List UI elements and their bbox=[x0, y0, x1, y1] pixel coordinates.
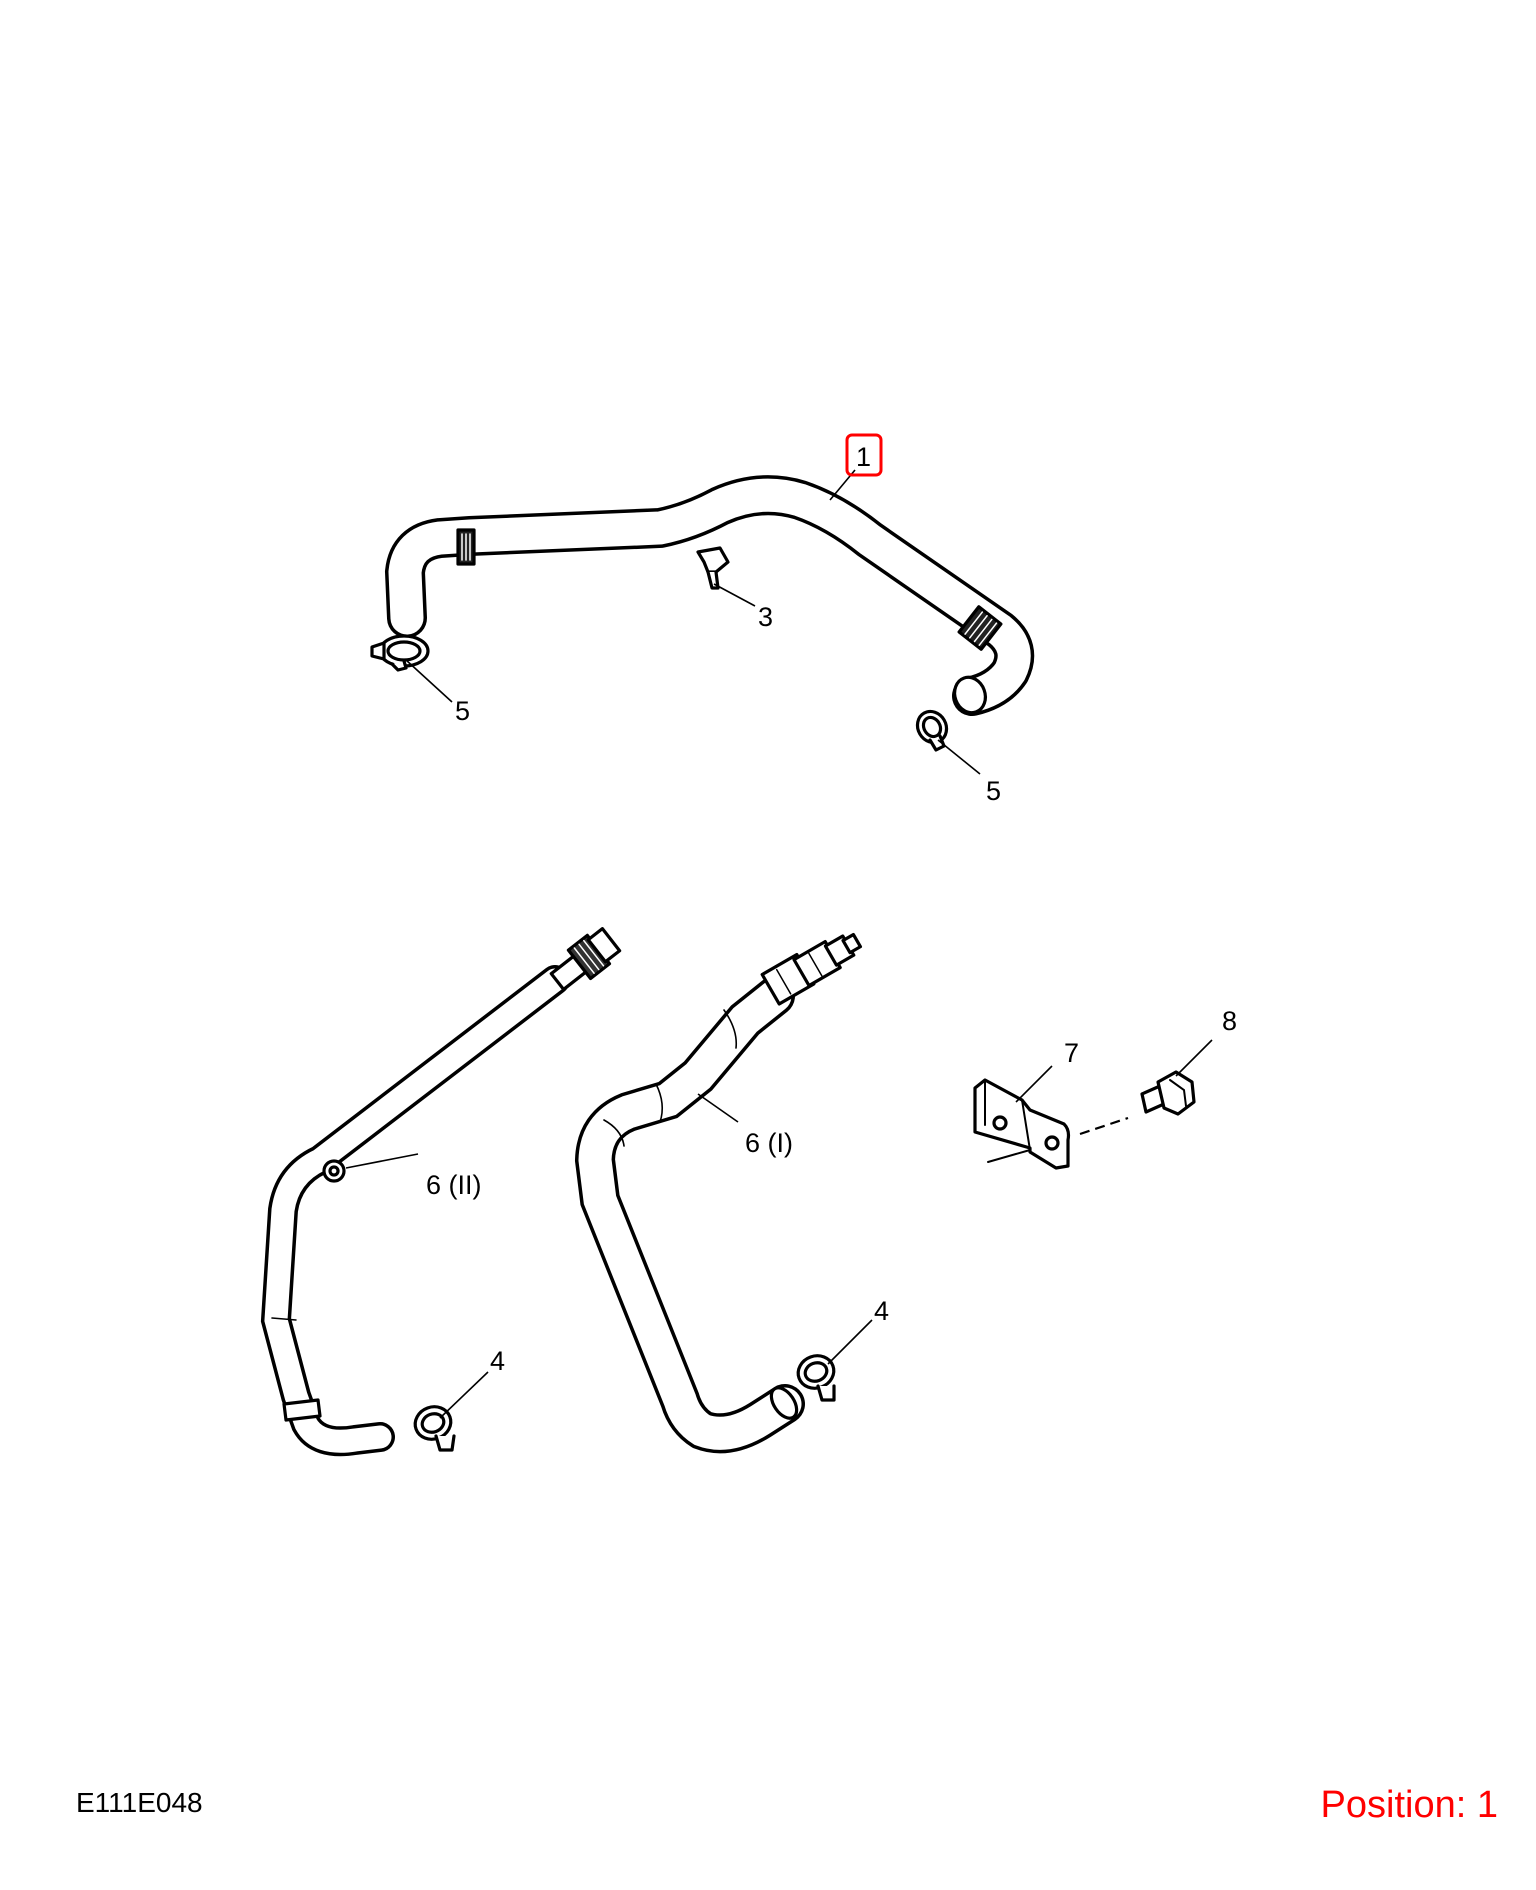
callout-6-II[interactable]: 6 (II) bbox=[426, 1170, 482, 1200]
callout-3[interactable]: 3 bbox=[758, 602, 773, 632]
hose-part-1[interactable] bbox=[384, 475, 1035, 717]
hose-part-6-II[interactable] bbox=[260, 925, 622, 1457]
clip-part-3[interactable] bbox=[696, 546, 730, 590]
hose-part-6-I[interactable] bbox=[574, 925, 865, 1454]
bracket-part-7[interactable] bbox=[973, 1078, 1071, 1170]
clamp-part-4-lower-right[interactable] bbox=[794, 1351, 839, 1402]
selected-part-highlight bbox=[845, 433, 883, 477]
leader-lines bbox=[345, 469, 1213, 1419]
clamp-part-4-lower-left[interactable] bbox=[411, 1402, 456, 1452]
callout-4-lower-left[interactable]: 4 bbox=[490, 1346, 505, 1376]
callout-5-upper-left[interactable]: 5 bbox=[455, 696, 470, 726]
clamp-part-5-upper-left[interactable] bbox=[370, 634, 430, 672]
callout-4-lower-right[interactable]: 4 bbox=[874, 1296, 889, 1326]
callout-6-I[interactable]: 6 (I) bbox=[745, 1128, 793, 1158]
callout-1[interactable]: 1 bbox=[856, 442, 871, 472]
position-indicator: Position: 1 bbox=[1320, 1784, 1498, 1826]
bolt-part-8[interactable] bbox=[1140, 1070, 1196, 1116]
callout-7[interactable]: 7 bbox=[1064, 1038, 1079, 1068]
callout-5-upper-right[interactable]: 5 bbox=[986, 776, 1001, 806]
bolt-axis-line bbox=[1079, 1116, 1129, 1136]
diagram-id-code: E111E048 bbox=[76, 1787, 203, 1818]
callout-8[interactable]: 8 bbox=[1222, 1006, 1237, 1036]
clamp-part-5-upper-right[interactable] bbox=[912, 706, 952, 752]
